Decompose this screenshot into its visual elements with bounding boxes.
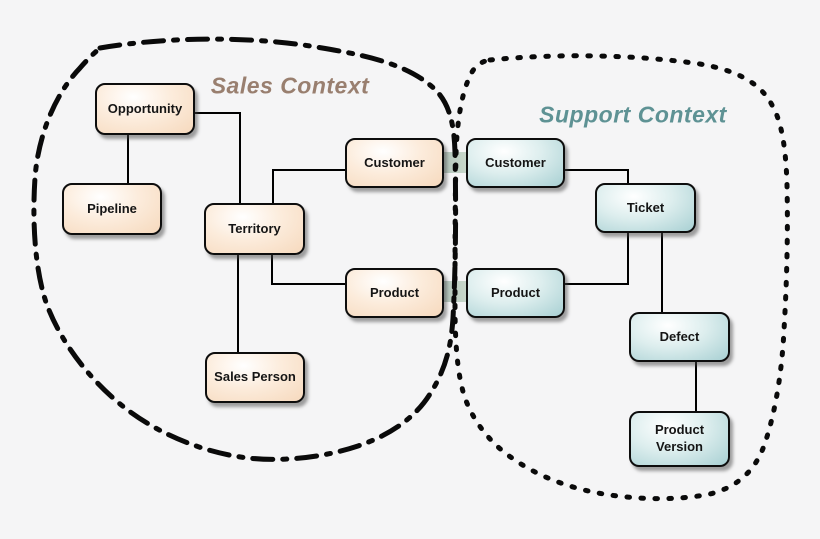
node-customer-sales: Customer [345, 138, 444, 188]
edge-territory-customer-sales [272, 169, 345, 203]
node-pipeline: Pipeline [62, 183, 162, 235]
context-boundaries [31, 36, 790, 502]
edge-territory-product-sales [271, 255, 345, 285]
node-opportunity: Opportunity [95, 83, 195, 135]
support-context-label: Support Context [539, 101, 727, 128]
support-context-boundary [452, 53, 790, 502]
edge-customer-support-ticket [565, 169, 629, 183]
relationship-edges [127, 112, 697, 411]
node-territory: Territory [204, 203, 305, 255]
node-product-support: Product [466, 268, 565, 318]
node-customer-support: Customer [466, 138, 565, 188]
node-sales-person: Sales Person [205, 352, 305, 403]
node-product-sales: Product [345, 268, 444, 318]
node-ticket: Ticket [595, 183, 696, 233]
node-product-version: Product Version [629, 411, 730, 467]
edge-ticket-product-support [565, 233, 629, 285]
node-defect: Defect [629, 312, 730, 362]
sales-context-boundary [31, 36, 459, 462]
sales-context-label: Sales Context [210, 72, 370, 99]
edge-opportunity-territory [195, 112, 241, 203]
